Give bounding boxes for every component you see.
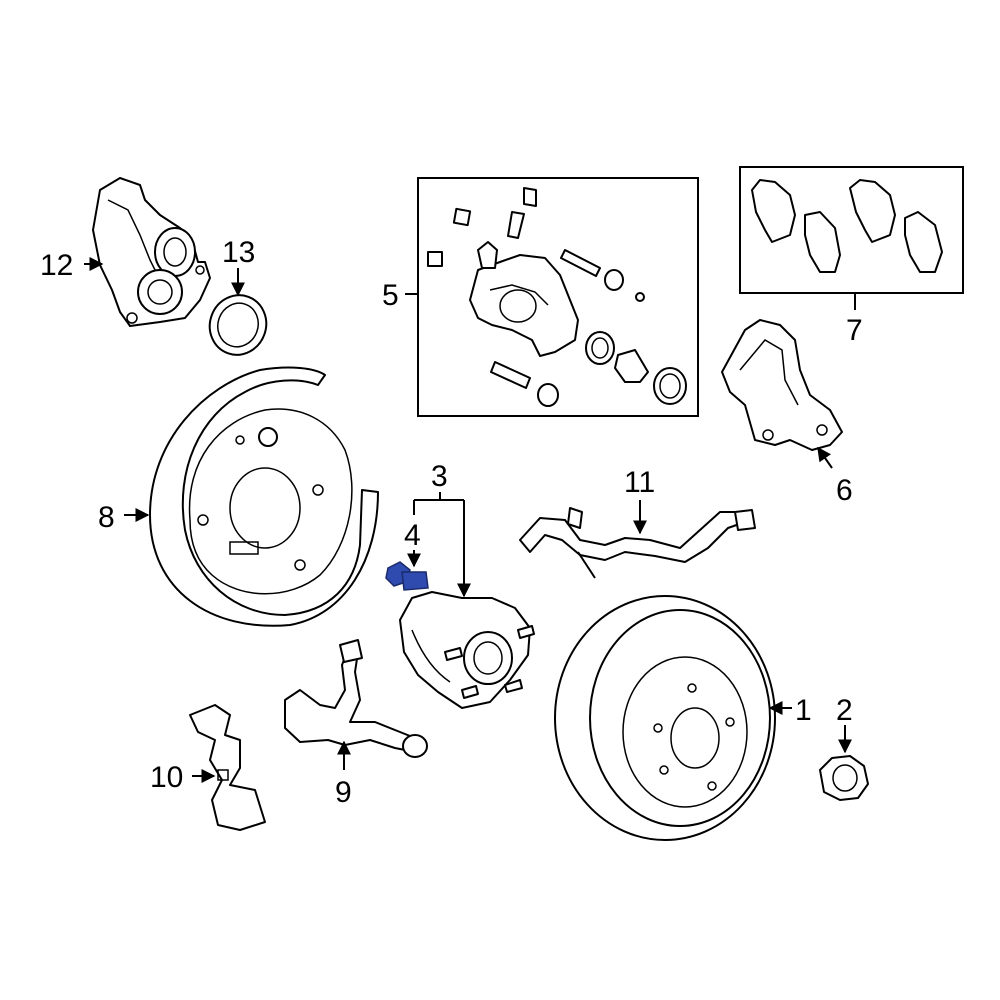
- callout-7-label: 7: [846, 314, 863, 347]
- callout-8-label: 8: [98, 501, 115, 534]
- caliper-kit-box: [417, 177, 699, 417]
- callout-3-label: 3: [431, 460, 448, 493]
- hub-bolt-part[interactable]: [385, 561, 429, 591]
- callout-6-leader: [817, 446, 833, 469]
- brake-caliper-part[interactable]: [427, 187, 687, 407]
- callout-4-label: 4: [404, 519, 421, 552]
- hub-bearing-part[interactable]: [399, 591, 535, 709]
- callout-2-label: 2: [836, 694, 853, 727]
- callout-6-label: 6: [836, 474, 853, 507]
- callout-11-label: 11: [624, 466, 655, 499]
- callout-9-label: 9: [335, 776, 352, 809]
- callout-5-label: 5: [382, 279, 399, 312]
- parking-brake-actuator-part[interactable]: [92, 177, 211, 327]
- bracket-part[interactable]: [189, 704, 266, 831]
- seal-ring-part[interactable]: [201, 287, 274, 363]
- axle-nut-part[interactable]: [819, 755, 869, 801]
- brake-rotor-part[interactable]: [554, 595, 776, 841]
- abs-sensor-part[interactable]: [284, 639, 428, 758]
- brake-pads-part[interactable]: [751, 179, 943, 273]
- caliper-bracket-part[interactable]: [721, 319, 843, 451]
- callout-10-label: 10: [150, 761, 183, 794]
- backing-plate-part[interactable]: [149, 366, 379, 627]
- abs-sensor-wire-part[interactable]: [519, 507, 756, 579]
- callout-1-label: 1: [795, 694, 812, 727]
- callout-13-label: 13: [222, 236, 255, 269]
- callout-12-label: 12: [40, 249, 73, 282]
- brake-pads-box: [739, 166, 964, 294]
